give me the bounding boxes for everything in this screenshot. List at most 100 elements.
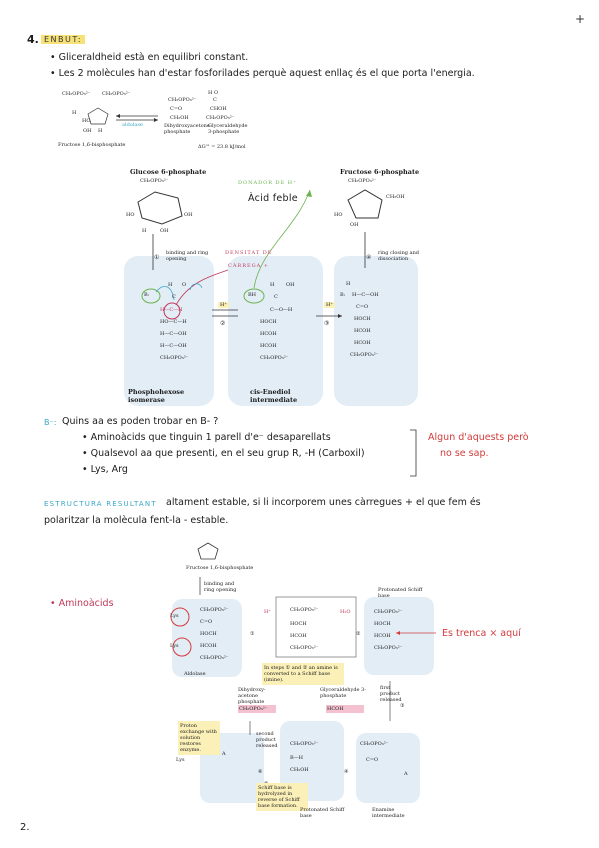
note-densitat: DENSITAT DE xyxy=(225,250,273,256)
f6p-ch2opo3: CH₂OPO₃²⁻ xyxy=(348,178,377,184)
right-hoch: HOCH xyxy=(354,316,371,322)
left-hc: H—C—H xyxy=(160,307,183,313)
fig3-lys-1: Lys xyxy=(170,613,179,619)
fig3-enamine: Enamine intermediate xyxy=(372,807,405,819)
fig1-ho: HO xyxy=(82,118,91,124)
fig3-mid-ch2opo3: CH₂OPO₃²⁻ xyxy=(290,607,319,613)
step1-text: binding and ring opening xyxy=(166,250,209,262)
figure-isomerase-mechanism: Glucose 6-phosphate Fructose 6-phosphate… xyxy=(120,160,420,410)
fig1-gap-ho: H O xyxy=(208,90,219,96)
left-o: O xyxy=(182,282,187,288)
side-note-1: Algun d'aquests però xyxy=(428,432,529,443)
f6p-oh: OH xyxy=(350,222,359,228)
right-co: C=O xyxy=(356,304,369,310)
note-breaks-here: Es trenca × aquí xyxy=(442,628,521,639)
question-label: B⁻: xyxy=(44,418,57,427)
fig3-first-product: first product released xyxy=(380,685,402,703)
fig1-oh: OH xyxy=(83,128,92,134)
fig1-dhap-ch2oh: CH₂OH xyxy=(170,115,189,121)
hplus-step2: H⁺ xyxy=(218,302,229,308)
mid-hoch: HOCH xyxy=(260,319,277,325)
right-ch2opo3: CH₂OPO₃²⁻ xyxy=(350,352,379,358)
fig3-right-ch2opo3-b: CH₂OPO₃²⁻ xyxy=(374,645,403,651)
fig3-ch2opo3-b: CH₂OPO₃²⁻ xyxy=(200,655,229,661)
side-note-2: no se sap. xyxy=(440,448,489,459)
fig3-binding: binding and ring opening xyxy=(204,581,237,593)
fig3-mid-bottom-ch2oh: CH₂OH xyxy=(290,767,309,773)
fig3-hcoh-a: HCOH xyxy=(200,643,217,649)
fig3-step4: ④ xyxy=(344,769,349,775)
fig3-hoch-a: HOCH xyxy=(200,631,217,637)
title-f6p: Fructose 6-phosphate xyxy=(340,168,420,176)
mid-hcoh-1: HCOH xyxy=(260,331,277,337)
fig3-a-1: A xyxy=(222,751,226,757)
note-acid-feble: Àcid feble xyxy=(248,193,298,204)
fig1-h-bottom: H xyxy=(98,128,103,134)
fig3-step1: ① xyxy=(250,631,255,637)
fig3-h2o: H₂O xyxy=(340,609,351,615)
question-text: Quins aa es poden trobar en B- ? xyxy=(62,416,219,427)
fig1-ch2opo3-left: CH₂OPO₃²⁻ xyxy=(62,91,91,97)
fig3-right-bottom-ch2opo3: CH₂OPO₃²⁻ xyxy=(360,741,389,747)
fig3-step2: ② xyxy=(356,631,361,637)
enzyme-label: Phosphohexose isomerase xyxy=(128,388,185,404)
bullet-line-1: • Gliceraldheid està en equilibri consta… xyxy=(50,52,249,63)
fig1-gap-c: C xyxy=(213,97,217,103)
fig3-right-hcoh: HCOH xyxy=(374,633,391,639)
aldolase-mechanism-svg xyxy=(170,542,436,803)
fig1-ch2opo3-right: CH₂OPO₃²⁻ xyxy=(102,91,131,97)
left-h-top: H xyxy=(168,282,173,288)
fig1-fbp-label: Fructose 1,6-bisphosphate xyxy=(58,142,126,148)
fig3-box-steps: In steps ① and ② an amine is converted t… xyxy=(262,663,344,685)
section-number: 4. xyxy=(27,33,39,46)
fig3-step6: ⑥ xyxy=(258,769,263,775)
question-item-2-text: Qualsevol aa que presenti, en el seu gru… xyxy=(90,448,365,459)
mid-hcoh-2: HCOH xyxy=(260,343,277,349)
mid-h: H xyxy=(270,282,275,288)
step2-num: ② xyxy=(220,320,226,327)
mid-oh: OH xyxy=(286,282,295,288)
fig3-right-hoch: HOCH xyxy=(374,621,391,627)
fig3-ch2opo3-a: CH₂OPO₃²⁻ xyxy=(200,607,229,613)
result-tag: ESTRUCTURA RESULTANT xyxy=(44,500,157,508)
right-hcoh-2: HCOH xyxy=(354,340,371,346)
question-item-1-text: Aminoàcids que tinguin 1 parell d'e⁻ des… xyxy=(90,432,331,443)
step1-num: ① xyxy=(154,254,160,261)
left-c: C xyxy=(172,294,176,300)
step4-num: ④ xyxy=(366,254,372,261)
fig3-mid-hoch: HOCH xyxy=(290,621,307,627)
g6p-oh-bottom: OH xyxy=(160,228,169,234)
fig1-dhap-ch2opo3: CH₂OPO₃²⁻ xyxy=(168,97,197,103)
fig1-dhap-co: C=O xyxy=(170,106,183,112)
left-hcoh-2: H—C—OH xyxy=(160,343,187,349)
fig1-gap-choh: CHOH xyxy=(210,106,227,112)
left-hoch: HO—C—H xyxy=(160,319,187,325)
note-donador: DONADOR DE H⁺ xyxy=(238,180,297,186)
bullet-line-2: • Les 2 molècules han d'estar fosforilad… xyxy=(50,68,475,79)
f6p-ho: HO xyxy=(334,212,343,218)
question-item-2: • Qualsevol aa que presenti, en el seu g… xyxy=(82,448,365,459)
right-b-colon: B: xyxy=(340,292,346,298)
fig3-second-product: second product released xyxy=(256,731,278,749)
enzyme-pocket-mid xyxy=(228,256,323,406)
fig3-a-2: A xyxy=(404,771,408,777)
b-minus-left: B: xyxy=(144,292,150,298)
fig1-aldolase: aldolase xyxy=(122,122,143,128)
mid-c: C xyxy=(274,294,278,300)
fig1-gap-label: Glyceraldehyde 3-phosphate xyxy=(208,123,248,135)
fig3-step3: ③ xyxy=(400,703,405,709)
fig3-mid-hcoh: HCOH xyxy=(290,633,307,639)
fig3-bullet: • Aminoàcids xyxy=(50,598,114,609)
fig1-dhap-label: Dihydroxyacetone phosphate xyxy=(164,123,210,135)
right-h: H xyxy=(346,281,351,287)
note-carrega: CÀRREGA + xyxy=(228,263,269,269)
g6p-ho: HO xyxy=(126,212,135,218)
fig3-right-bottom-c: C=O xyxy=(366,757,379,763)
fig3-mid-ch2opo3-b: CH₂OPO₃²⁻ xyxy=(290,645,319,651)
g6p-h: H xyxy=(142,228,147,234)
bh-label: BH xyxy=(248,292,257,298)
fig3-co-a: C=O xyxy=(200,619,213,625)
g6p-oh: OH xyxy=(184,212,193,218)
fig3-dhap-box: CH₂OPO₃²⁻ xyxy=(238,705,276,713)
question-item-1: • Aminoàcids que tinguin 1 parell d'e⁻ d… xyxy=(82,432,331,443)
